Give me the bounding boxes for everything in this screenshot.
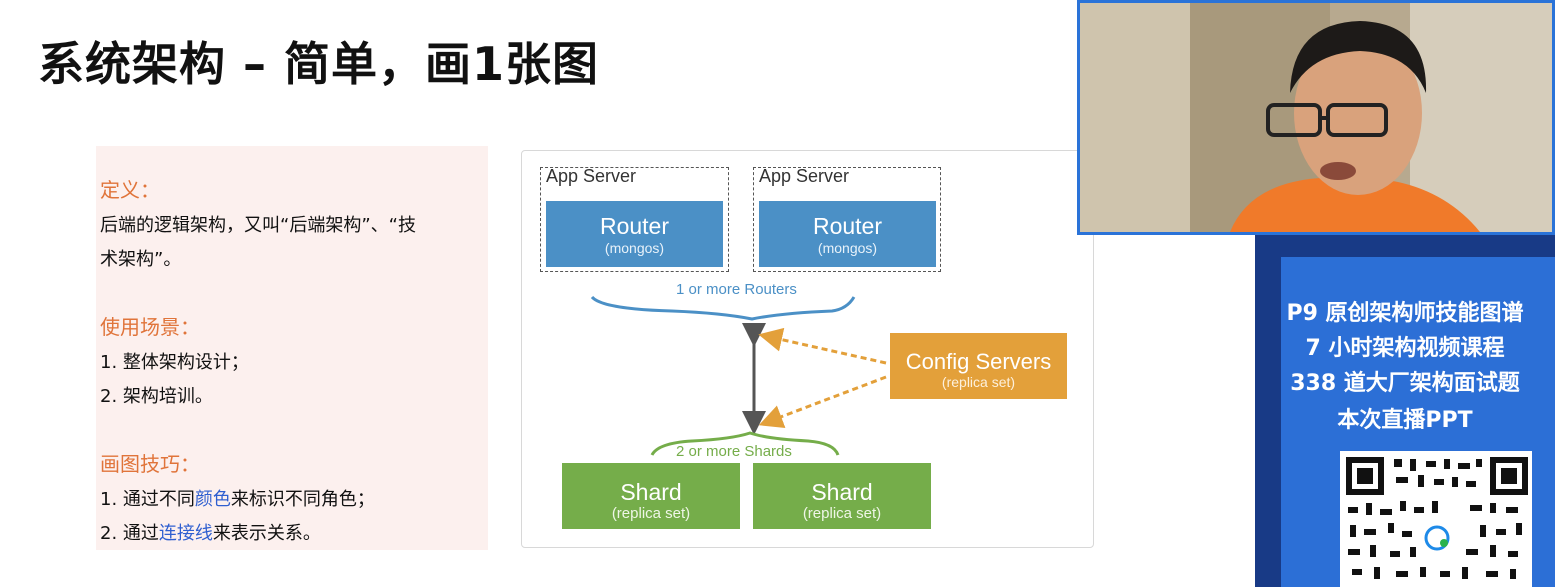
qr-code-icon	[1346, 457, 1528, 579]
tip-item-1: 1. 通过不同颜色来标识不同角色；	[100, 483, 484, 517]
config-servers-box: Config Servers (replica set)	[890, 333, 1067, 399]
tip2-prefix: 2. 通过	[100, 523, 159, 544]
shards-brace	[650, 431, 840, 456]
tip-item-2: 2. 通过连接线来表示关系。	[100, 517, 484, 551]
app-server-box-2: App Server	[753, 166, 941, 272]
shard-box-2: Shard (replica set)	[753, 463, 931, 529]
router-sub: (mongos)	[817, 240, 878, 256]
shard-box-1: Shard (replica set)	[562, 463, 740, 529]
config-router-arrow	[758, 327, 887, 365]
promo-line-3: 338 道大厂架构面试题	[1290, 371, 1520, 396]
definition-text-1: 后端的逻辑架构，又叫“后端架构”、“技	[100, 215, 416, 236]
webcam-video	[1077, 0, 1555, 235]
definition-text-2: 术架构”。	[100, 249, 182, 270]
qr-code-image	[1340, 451, 1532, 587]
config-label: Config Servers	[905, 349, 1052, 374]
shard-label: Shard	[811, 479, 873, 505]
app-server-box-1: App Server	[540, 166, 729, 272]
app-server-label: App Server	[759, 166, 850, 186]
config-sub: (replica set)	[941, 374, 1016, 390]
shard-sub: (replica set)	[611, 505, 691, 522]
tip2-highlight: 连接线	[158, 523, 213, 544]
tip2-suffix: 来表示关系。	[212, 523, 321, 544]
usage-heading: 使用场景：	[100, 315, 200, 339]
shards-brace-label: 2 or more Shards	[676, 443, 792, 460]
promo-line-1: P9 原创架构师技能图谱	[1286, 301, 1524, 326]
promo-panel: P9 原创架构师技能图谱 7 小时架构视频课程 338 道大厂架构面试题 本次直…	[1255, 235, 1555, 587]
tip1-prefix: 1. 通过不同	[100, 489, 195, 510]
router-sub: (mongos)	[604, 240, 665, 256]
tips-heading: 画图技巧：	[100, 452, 200, 476]
router-label: Router	[812, 213, 883, 239]
routers-brace	[590, 295, 856, 321]
promo-line-2: 7 小时架构视频课程	[1305, 336, 1505, 361]
router-box-1: Router (mongos)	[546, 201, 723, 267]
tip1-highlight: 颜色	[194, 489, 231, 510]
definition-heading: 定义：	[100, 178, 160, 202]
presenter-video-frame	[1080, 3, 1552, 232]
tip1-suffix: 来标识不同角色；	[230, 489, 375, 510]
slide-title: 系统架构 – 简单，画1张图	[38, 37, 600, 91]
shard-label: Shard	[620, 479, 682, 505]
usage-item: 2. 架构培训。	[100, 386, 213, 407]
config-shard-arrow	[758, 375, 887, 428]
routers-brace-label: 1 or more Routers	[676, 281, 797, 298]
router-label: Router	[599, 213, 670, 239]
promo-line-4: 本次直播PPT	[1337, 408, 1473, 433]
shard-sub: (replica set)	[802, 505, 882, 522]
usage-item: 1. 整体架构设计；	[100, 352, 249, 373]
app-server-label: App Server	[546, 166, 637, 186]
diagram-connectors	[590, 295, 887, 456]
architecture-diagram: App Server App Server Router (mongos) Ro…	[521, 150, 1094, 548]
router-box-2: Router (mongos)	[759, 201, 936, 267]
notes-panel: 定义： 后端的逻辑架构，又叫“后端架构”、“技 术架构”。 使用场景： 1. 整…	[96, 146, 488, 550]
